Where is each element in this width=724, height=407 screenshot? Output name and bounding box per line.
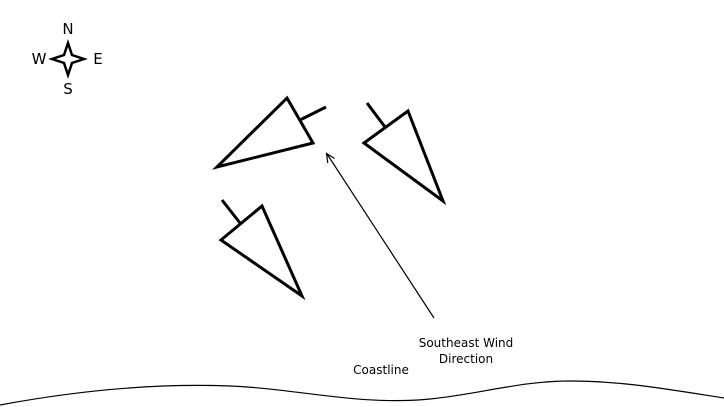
sailboat-icon — [212, 95, 327, 170]
coastline-label: Coastline — [353, 363, 409, 377]
sail-triangle — [361, 108, 447, 206]
compass-west-label: W — [32, 50, 47, 68]
mast-line — [365, 102, 387, 128]
coastline-curve — [0, 380, 724, 406]
sail-triangle — [218, 203, 306, 301]
wind-direction-arrow — [325, 152, 435, 319]
compass-rose: N S W E — [32, 20, 103, 98]
compass-north-label: N — [62, 20, 73, 38]
sailboat-icon — [361, 102, 447, 206]
wind-arrow-head-icon — [325, 152, 335, 164]
compass-star-icon — [48, 39, 88, 79]
mast-line — [220, 199, 242, 224]
sail-triangle — [212, 95, 316, 170]
wind-arrow-shaft — [326, 153, 435, 319]
sailboat-icon — [218, 199, 306, 301]
mast-line — [299, 105, 327, 122]
wind-label-line2: Direction — [439, 352, 493, 366]
wind-label-line1: Southeast Wind — [419, 336, 514, 350]
compass-east-label: E — [93, 50, 102, 68]
compass-south-label: S — [63, 80, 73, 98]
